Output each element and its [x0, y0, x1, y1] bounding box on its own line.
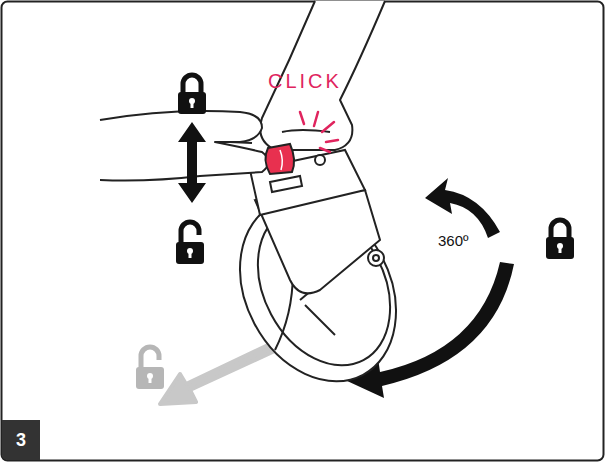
hand [260, 1, 385, 150]
step-number-text: 3 [16, 430, 26, 451]
release-button [265, 144, 294, 174]
angle-label: 360º [438, 232, 469, 249]
rotate-arrow [425, 178, 500, 238]
finger [100, 111, 269, 181]
lock-icon [546, 220, 574, 259]
click-marks [300, 112, 338, 152]
lock-icon-grey [136, 347, 164, 389]
lock-icon [176, 222, 204, 264]
swivel-wheel [209, 150, 426, 409]
lock-icon [178, 75, 206, 114]
click-text: CLICK [268, 70, 342, 93]
double-arrow [178, 122, 206, 203]
step-number: 3 [2, 420, 40, 460]
